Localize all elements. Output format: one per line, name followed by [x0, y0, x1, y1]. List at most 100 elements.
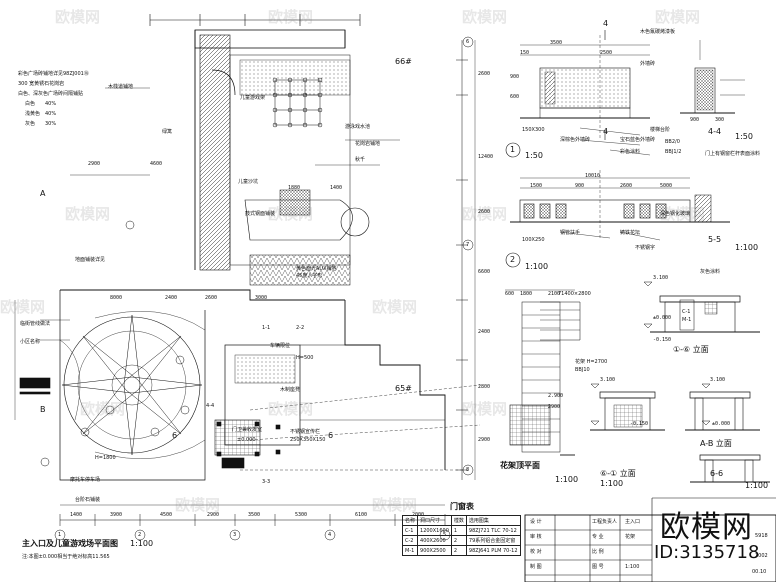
- section55-scale: 1:100: [735, 243, 759, 252]
- titleblock-extra: 2002: [755, 553, 768, 559]
- detail2-dim: 2600: [620, 183, 633, 189]
- titleblock-row-label: 校 对: [530, 549, 542, 555]
- axis-marker: 6: [466, 39, 470, 45]
- plan-dim: 6100: [355, 512, 368, 518]
- section-mark: 1-1: [262, 325, 271, 331]
- canopy-plan: [505, 289, 581, 456]
- table-cell: 400X2600: [417, 535, 452, 546]
- titleblock-col-label: 比 例: [592, 549, 604, 555]
- detail-2-elevation: [505, 170, 730, 268]
- plan-note: 注:本图±0.000相当于绝对标高11.565: [22, 554, 110, 560]
- detail2-callout: 不锈钢字: [635, 245, 656, 251]
- plan-label: 45度人字形: [296, 273, 323, 279]
- gatehouse-elev-label: ⑥-① 立面: [600, 469, 636, 478]
- titleblock-extra: 5918: [755, 533, 768, 539]
- plan-dim: 2900: [478, 437, 491, 443]
- plan-label: 绿篱: [162, 129, 173, 135]
- plan-label: 儿童游戏架: [240, 95, 266, 101]
- detail1-dim: 600: [510, 94, 520, 100]
- door-window-table: 名称 洞口尺寸 樘数 选用图集 C-1 1200X1600 1 98ZJ721 …: [401, 515, 521, 556]
- table-header: 选用图集: [465, 515, 521, 526]
- table-header: 洞口尺寸: [417, 515, 452, 526]
- titleblock-row-label: 审 核: [530, 534, 542, 540]
- detail1-dim: 2500: [600, 50, 613, 56]
- table-cell: 1: [450, 525, 467, 536]
- plan-building-label: 66#: [395, 57, 412, 66]
- titleblock-value: 1:100: [625, 564, 640, 570]
- detail1-dim: 300: [715, 117, 725, 123]
- watermark-text: 欧模网: [462, 8, 508, 26]
- gatehouse-elev-label: A-B 立面: [700, 439, 732, 448]
- titleblock-col-label: 图 号: [592, 564, 604, 570]
- section-mark: 3-3: [262, 479, 271, 485]
- level-mark: ±0.000: [653, 315, 672, 321]
- detail2-callout: 100X250: [522, 237, 545, 243]
- plan-label: 儿童沙坑: [238, 179, 259, 185]
- detail1-section-tag: 4: [603, 19, 609, 28]
- canopy-dim: 1800: [520, 291, 533, 297]
- watermark-text: 欧模网: [268, 400, 314, 418]
- plan-note-pct: 30%: [45, 121, 57, 127]
- detail2-scale: 1:100: [525, 262, 549, 271]
- table-row: C-2 400X2600 2 79系列铝合金固定窗: [401, 535, 521, 546]
- section66-label: 6-6: [710, 469, 724, 478]
- plan-label: 地面铺装详见: [75, 257, 106, 263]
- table-row: C-1 1200X1600 1 98ZJ721 TLC 70-12: [401, 525, 521, 536]
- plan-label: 不锈钢宣传栏: [290, 429, 321, 435]
- plan-note-left: 浅黄色: [25, 111, 41, 117]
- section-mark: 6: [172, 431, 178, 440]
- watermark-text: 欧模网: [80, 400, 126, 418]
- axis-marker: 2: [138, 532, 142, 538]
- canopy-callout: 71400×2800: [558, 291, 591, 297]
- plan-dim: 1400: [70, 512, 83, 518]
- detail2-dim: 900: [575, 183, 585, 189]
- plan-dim: 4500: [160, 512, 173, 518]
- gatehouse-elevations: [590, 281, 770, 483]
- plan-label: H=1800: [95, 455, 116, 461]
- table-header: 名称: [401, 515, 419, 526]
- plan-label: 小区名称: [20, 339, 41, 345]
- axis-marker: 4: [328, 532, 332, 538]
- watermark-text: 欧模网: [65, 205, 111, 223]
- level-mark: 3.100: [653, 275, 669, 281]
- watermark-text: 欧模网: [372, 298, 418, 316]
- titleblock-drawing: 花架: [625, 534, 636, 540]
- detail2-dim: 10010: [585, 173, 601, 179]
- section-mark: 6: [328, 431, 334, 440]
- plan-note-left: 300 宽黄锈石花岗岩: [18, 81, 65, 87]
- plan-scale: 1:100: [130, 539, 154, 548]
- detail2-callout: 深色钢化玻璃: [660, 211, 691, 217]
- detail1-section-tag: 4: [603, 127, 609, 136]
- watermark-text: 欧模网: [372, 496, 418, 514]
- table-cell: 98ZJ641 PLM 70-12: [465, 545, 521, 556]
- watermark-text: 欧模网: [660, 205, 706, 223]
- axis-marker: 3: [233, 532, 237, 538]
- section66-scale: 1:100: [745, 481, 769, 490]
- axis-marker: 1: [58, 532, 62, 538]
- table-cell: 2: [450, 545, 467, 556]
- detail1-callout: 宝石蓝色外墙砖: [620, 137, 656, 143]
- detail1-dim: 900: [690, 117, 700, 123]
- brand-logo-text: 欧模网: [660, 510, 753, 545]
- section44-note: 门上有钢窗栏杆表面涂料: [705, 151, 761, 157]
- level-mark: -0.150: [653, 337, 672, 343]
- plan-label: 摩托车停车场: [70, 477, 101, 483]
- plan-label: 台阶石铺装: [75, 497, 101, 503]
- titleblock-row-label: 制 图: [530, 564, 542, 570]
- canopy-title: 花架顶平面: [500, 461, 540, 470]
- plan-dim: 12400: [478, 154, 494, 160]
- plan-dim: 8000: [110, 295, 123, 301]
- section55-label: 5-5: [708, 235, 722, 244]
- plan-dim: 6600: [478, 269, 491, 275]
- plan-dim: 5300: [295, 512, 308, 518]
- detail1-number: 1: [510, 145, 516, 154]
- gatehouse-callout: M-1: [682, 317, 692, 323]
- level-mark: ±0.000: [712, 421, 731, 427]
- canopy-dim: 600: [505, 291, 515, 297]
- plan-zero-mark: ±0.000: [237, 437, 256, 443]
- plan-label: 花岗岩铺地: [355, 141, 381, 147]
- plan-label: 木栈道铺地: [108, 84, 134, 90]
- detail1-callout: 彩色涂料: [620, 149, 641, 155]
- detail1-dim: 150: [520, 50, 530, 56]
